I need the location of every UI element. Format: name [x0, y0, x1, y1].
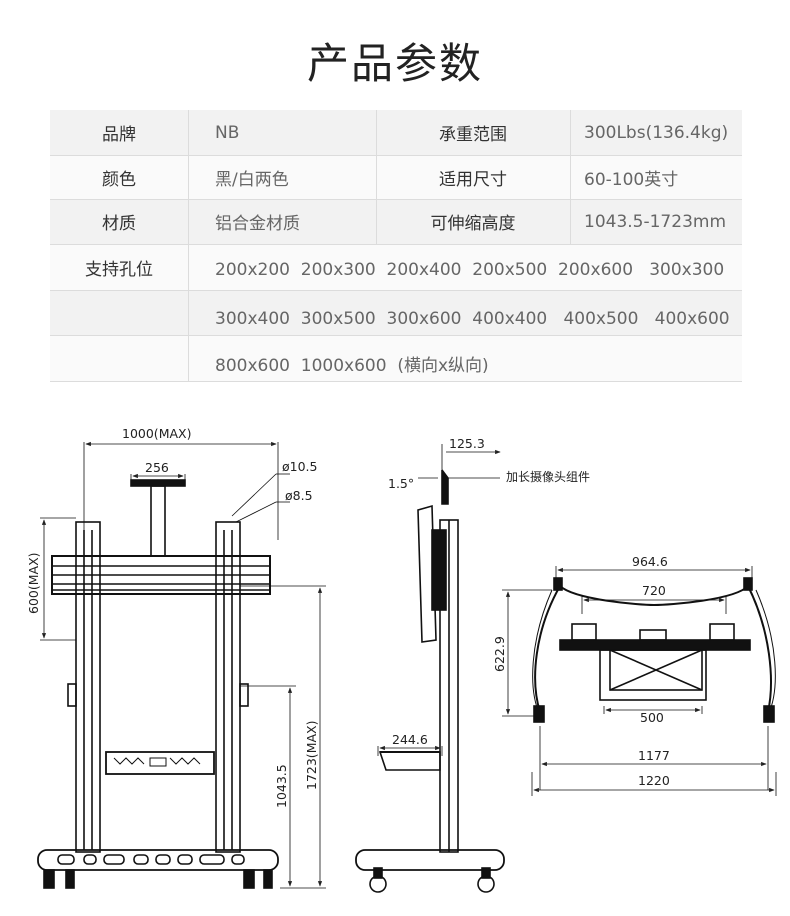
dim-hole-large: ø10.5: [282, 459, 317, 474]
color-label: 颜色: [102, 169, 136, 190]
load-label: 承重范围: [439, 125, 507, 145]
dim-height-max: 1723(MAX): [304, 721, 319, 790]
dim-vesa-height: 600(MAX): [26, 552, 41, 614]
spec-table: 品牌 NB 承重范围 300Lbs(136.4kg) 颜色 黑/白两色 适用尺寸…: [50, 110, 742, 382]
camera-component-label: 加长摄像头组件: [506, 469, 590, 484]
height-value: 1043.5-1723mm: [584, 211, 727, 232]
dim-total-width: 1220: [638, 773, 670, 788]
dim-shelf-depth: 244.6: [392, 732, 428, 747]
dim-camera-depth: 125.3: [449, 436, 485, 451]
dim-hole-small: ø8.5: [285, 488, 313, 503]
dim-tilt: 1.5°: [388, 476, 414, 491]
dim-upper-width: 964.6: [632, 554, 668, 569]
holes-label: 支持孔位: [85, 259, 153, 280]
size-label: 适用尺寸: [439, 169, 507, 190]
height-label: 可伸缩高度: [430, 214, 516, 234]
dim-wheel-span: 1177: [638, 748, 670, 763]
dim-width-max: 1000(MAX): [122, 426, 191, 441]
dim-depth: 622.9: [492, 636, 507, 672]
load-value: 300Lbs(136.4kg): [584, 122, 729, 143]
holes-line-2: 300x400 300x500 300x600 400x400 400x500 …: [215, 309, 730, 329]
material-label: 材质: [102, 214, 136, 234]
holes-line-1: 200x200 200x300 200x400 200x500 200x600 …: [215, 260, 725, 280]
base-view-drawing: [502, 566, 777, 796]
size-value: 60-100英寸: [584, 169, 679, 190]
brand-label: 品牌: [102, 125, 136, 145]
material-value: 铝合金材质: [215, 214, 300, 234]
dim-inner-width: 720: [642, 583, 666, 598]
page-title: 产品参数: [306, 39, 483, 88]
dim-tray-width: 500: [640, 710, 664, 725]
dim-camera-width: 256: [145, 460, 169, 475]
front-view-drawing: [37, 441, 326, 889]
holes-line-3: 800x600 1000x600 (横向x纵向): [215, 356, 489, 376]
brand-value: NB: [215, 122, 240, 143]
dim-height-min: 1043.5: [274, 764, 289, 808]
side-view-drawing: [355, 444, 505, 893]
color-value: 黑/白两色: [215, 169, 289, 190]
